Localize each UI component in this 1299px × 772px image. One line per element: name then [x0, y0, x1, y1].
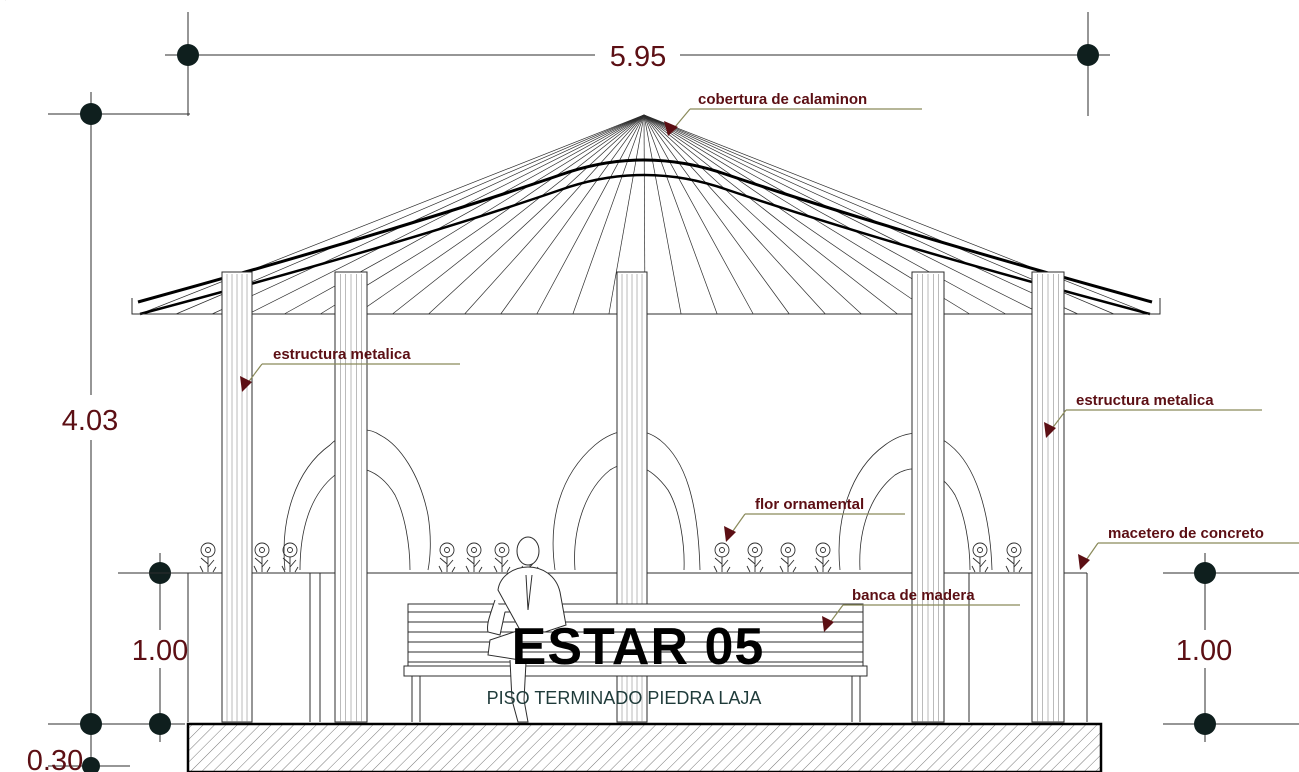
- drawing-title: ESTAR 05: [512, 618, 765, 676]
- wooden-bench: [403, 603, 868, 722]
- label-structure-left: estructura metalica: [273, 346, 411, 363]
- annotation-leaders: [240, 108, 1299, 632]
- dimension-base-height: 0.30: [27, 745, 83, 772]
- dimension-planter-left: 1.00: [132, 635, 188, 667]
- metal-columns: [221, 271, 1065, 723]
- label-planter: macetero de concreto: [1108, 525, 1264, 542]
- ornamental-flowers: [5, 0, 1023, 573]
- label-flower: flor ornamental: [755, 496, 864, 513]
- seated-person: [487, 536, 567, 723]
- label-bench: banca de madera: [852, 587, 975, 604]
- dimension-planter-right: 1.00: [1176, 635, 1232, 667]
- drawing-subtitle: PISO TERMINADO PIEDRA LAJA: [487, 688, 762, 708]
- dimension-height-total: 4.03: [62, 405, 118, 437]
- metal-column: [1031, 271, 1065, 723]
- metal-column: [911, 271, 945, 723]
- dimension-width-total: 5.95: [610, 41, 666, 73]
- metal-column: [221, 271, 253, 723]
- label-roof: cobertura de calaminon: [698, 91, 867, 108]
- label-structure-right: estructura metalica: [1076, 392, 1214, 409]
- metal-column: [334, 271, 368, 723]
- floor-base: [186, 722, 1103, 772]
